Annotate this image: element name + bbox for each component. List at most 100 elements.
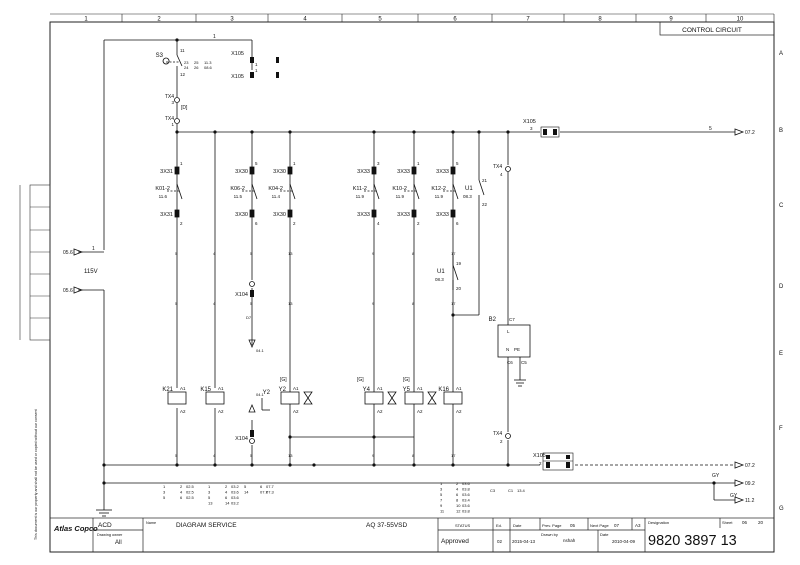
xref-pin: 5 — [440, 492, 443, 497]
wire-number: 1 — [92, 246, 95, 252]
pin-label: 4 — [500, 172, 503, 177]
no-contact — [289, 183, 296, 200]
wire-number: 4 — [213, 453, 216, 458]
contact-label: K06-2 — [230, 186, 245, 192]
xref-pin: 3 — [163, 490, 166, 495]
ref-label: 04.1 — [256, 348, 265, 353]
wiring — [78, 39, 735, 510]
xref-pin: 6 — [225, 495, 228, 500]
xref-ref: 13.4 — [517, 488, 526, 493]
prev-page-value: 05 — [570, 523, 576, 528]
coil-pin: A2 — [456, 409, 462, 414]
wire-number: 13 — [288, 251, 293, 256]
pin-label: 3 — [530, 126, 533, 131]
ref-label: 08.3 — [435, 277, 444, 282]
pin-label: 20 — [456, 286, 462, 291]
wire-number: 17 — [451, 301, 456, 306]
u1-contacts — [452, 179, 485, 290]
xref-ref: 03.4 — [462, 498, 471, 503]
coil-label: K16 — [438, 387, 449, 393]
pin-label: 2 — [539, 461, 542, 466]
branch-7 — [443, 166, 459, 218]
xref-pin: C3 — [490, 488, 496, 493]
coils — [167, 391, 463, 405]
ref-label: 25 — [194, 60, 199, 65]
bracket-label: [G] — [357, 377, 364, 383]
ref-label: 23 — [184, 60, 189, 65]
model-name: AQ 37-55VSD — [366, 522, 407, 529]
pin-label: PE — [514, 347, 520, 352]
xref-pin: 10 — [456, 503, 461, 508]
wire-number: D7 — [246, 315, 252, 320]
terminal-top — [287, 166, 293, 175]
coil-pin: A2 — [417, 409, 423, 414]
column-label: 7 — [526, 17, 530, 23]
terminal-label: 3X30 — [273, 212, 286, 218]
sheet-frame — [49, 21, 775, 553]
ref-label: 08.3 — [463, 194, 472, 199]
xref-pin: 1 — [163, 484, 166, 489]
field-label: Designation — [648, 520, 669, 525]
xref-ref: 03.6 — [231, 490, 240, 495]
gy-label: GY — [712, 473, 720, 479]
arrows — [73, 128, 745, 504]
field-label: STATUS — [455, 523, 471, 528]
xref-pin: 4 — [180, 490, 183, 495]
pin-label: 5 — [456, 161, 459, 166]
xref-pin: 5 — [163, 495, 166, 500]
xref-pin: 3 — [440, 487, 443, 492]
designation-value: 9820 3897 13 — [648, 533, 737, 549]
xref-pin: 6 — [180, 495, 183, 500]
terminal-label: 3X33 — [397, 212, 410, 218]
contact-ref: 11.4 — [272, 194, 281, 199]
column-label: 9 — [669, 17, 673, 23]
x105-label: X105 — [523, 119, 536, 125]
b2-label: B2 — [489, 317, 497, 323]
wire-number: 13 — [288, 453, 293, 458]
bracket-label: [D] — [181, 105, 188, 111]
junctions — [102, 38, 716, 485]
wire-number: 5 — [175, 251, 178, 256]
pin-label: 1 — [293, 161, 296, 166]
valve-symbols — [303, 391, 437, 405]
terminal-bottom — [174, 209, 180, 218]
pin-label: C7 — [509, 317, 515, 322]
xref-pin: 13 — [208, 501, 213, 506]
xref-pin: 6 — [260, 484, 263, 489]
s3-switch — [162, 54, 183, 80]
pin-label: 2 — [500, 439, 503, 444]
terminal-bottom — [371, 209, 377, 218]
row-label: A — [779, 51, 783, 57]
xref-pin: 5 — [208, 495, 211, 500]
b2-unit — [497, 324, 531, 358]
left-ruler — [19, 184, 51, 341]
no-contact — [251, 183, 258, 200]
field-label: Drawing owner — [97, 533, 123, 537]
contact-ref: 11.5 — [234, 194, 243, 199]
s3-label: S3 — [156, 53, 164, 59]
coil-label: Y4 — [363, 387, 371, 393]
pin-label: 1 — [417, 161, 420, 166]
contact-ref: 11.6 — [159, 194, 168, 199]
coil-pin: A1 — [456, 386, 462, 391]
row-label: B — [779, 128, 783, 134]
pin-label: 3 — [171, 100, 174, 105]
xref-ref: 07.7 — [266, 484, 275, 489]
coil-label: Y2 — [263, 390, 271, 396]
terminal-top — [411, 166, 417, 175]
x104-label: X104 — [235, 292, 248, 298]
sheet-total: 20 — [758, 520, 764, 525]
pin-label: 11 — [180, 48, 185, 53]
branch-5 — [364, 166, 380, 218]
wire-number: 4 — [213, 251, 216, 256]
contact-label: K12-2 — [431, 186, 446, 192]
atlas-copco-logo: Atlas Copco — [52, 521, 98, 535]
xref-ref: 03.8 — [462, 487, 471, 492]
wire-number: 9 — [372, 251, 375, 256]
coil-pin: A2 — [293, 409, 299, 414]
terminals — [174, 97, 511, 444]
tx4-label: TX4 — [165, 94, 174, 100]
xref-ref: 03.2 — [231, 484, 240, 489]
bracket-label: [G] — [403, 377, 410, 383]
wire-number: 17 — [451, 251, 456, 256]
